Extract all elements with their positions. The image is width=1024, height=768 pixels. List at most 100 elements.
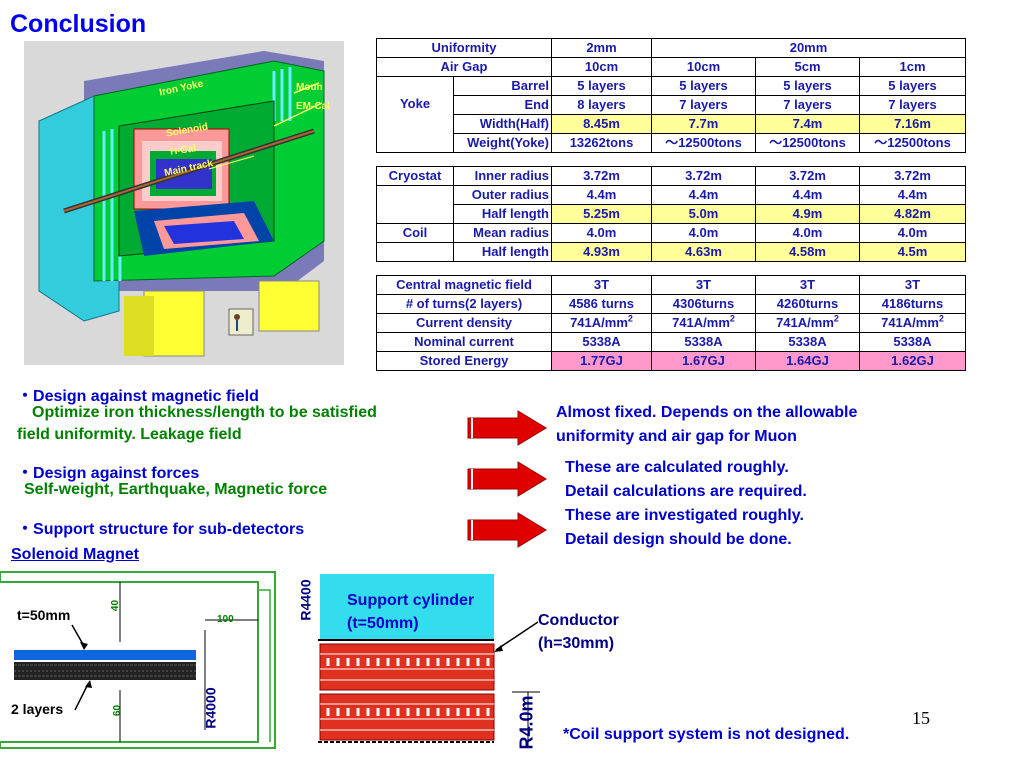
table-cell: 5 layers xyxy=(651,76,756,96)
row-label: Outer radius xyxy=(453,185,552,205)
row-label: End xyxy=(453,95,552,115)
table-cell: 13262tons xyxy=(551,133,652,153)
label-conductor-1: Conductor xyxy=(538,612,619,629)
table-cell: 4.5m xyxy=(858,242,967,262)
conductor-grid xyxy=(320,653,494,731)
table-row: Half length 5.25m 5.0m 4.9m 4.82m xyxy=(377,204,967,224)
bullet-detail: Self-weight, Earthquake, Magnetic force xyxy=(24,481,328,498)
support-cylinder-bar xyxy=(14,650,196,660)
table-cell: 8.45m xyxy=(551,114,652,134)
detector-illustration: Iron Yoke Moun EM-Cal Solenoid H-Cal Mai… xyxy=(24,41,344,365)
table-cell: 1.67GJ xyxy=(651,351,756,371)
table-cell: 4.4m xyxy=(651,185,756,205)
label-support-cylinder-1: Support cylinder xyxy=(347,592,475,609)
bullet-marker: ・ xyxy=(17,388,34,405)
table-cell: 4.0m xyxy=(858,223,967,243)
table-cell: 1cm xyxy=(858,57,967,77)
row-label: Weight(Yoke) xyxy=(453,133,552,153)
human-figure-icon xyxy=(228,308,254,336)
slide-number: 15 xyxy=(912,708,930,728)
table-cell: 5.25m xyxy=(551,204,652,224)
solenoid-cross-section xyxy=(0,571,276,749)
coil-support-note: *Coil support system is not designed. xyxy=(563,726,850,743)
table-cell: 4.9m xyxy=(755,204,860,224)
conductor-row xyxy=(319,643,495,691)
table-cell: 5 layers xyxy=(551,76,652,96)
table-cell: 4260turns xyxy=(755,294,860,314)
row-label: Barrel xyxy=(453,76,552,96)
row-label: Inner radius xyxy=(453,166,552,186)
table-cell: 4.0m xyxy=(755,223,860,243)
bullet-title: Design against forces xyxy=(33,465,200,482)
arrow-right-icon xyxy=(467,410,547,446)
result-text: Detail design should be done. xyxy=(565,531,792,548)
table-cell: 20mm xyxy=(650,38,967,58)
table-cell: 1.62GJ xyxy=(858,351,967,371)
table-cell: 4.0m xyxy=(551,223,652,243)
row-label: Width(Half) xyxy=(453,114,552,134)
table-row: Half length 4.93m 4.63m 4.58m 4.5m xyxy=(376,242,967,262)
table-cell: 5.0m xyxy=(651,204,756,224)
table-row: Current density 741A/mm2 741A/mm2 741A/m… xyxy=(376,313,967,333)
table-cell: 5 layers xyxy=(755,76,860,96)
row-label: # of turns(2 layers) xyxy=(376,294,552,314)
result-text: These are investigated roughly. xyxy=(565,507,804,524)
support-cylinder xyxy=(320,574,494,640)
label-conductor-2: (h=30mm) xyxy=(538,635,615,652)
table-cell: 3T xyxy=(551,275,652,295)
table-cell: 8 layers xyxy=(551,95,652,115)
bullet-marker: ・ xyxy=(17,521,34,538)
label-em-cal: EM-Cal xyxy=(296,101,330,112)
table-cell: 3.72m xyxy=(858,166,967,186)
row-label: Half length xyxy=(453,204,552,224)
table-cell: 4.58m xyxy=(755,242,860,262)
table-cell: 5338A xyxy=(551,332,652,352)
row-label: Nominal current xyxy=(376,332,552,352)
label-support-cylinder-2: (t=50mm) xyxy=(347,615,419,632)
coil-detail-diagram xyxy=(318,574,540,748)
conductor-slots xyxy=(326,658,490,716)
detector-drawing xyxy=(38,51,325,357)
table-cell: 4.0m xyxy=(651,223,756,243)
table-cell: 5cm xyxy=(755,57,860,77)
table-cell: 3.72m xyxy=(551,166,652,186)
table-cell: 741A/mm2 xyxy=(858,313,967,333)
bullet-magnetic-field: ・Design against magnetic field xyxy=(17,382,259,406)
table-row: Barrel 5 layers 5 layers 5 layers 5 laye… xyxy=(376,76,967,115)
table-cell: 741A/mm2 xyxy=(551,313,652,333)
group-label-yoke: Yoke xyxy=(399,96,431,111)
dim-100: 100 xyxy=(217,614,234,625)
label-r4-0m: R4.0m xyxy=(516,695,537,750)
dim-60: 60 xyxy=(112,704,124,717)
table-cell: 3T xyxy=(755,275,860,295)
label-r4400: R4400 xyxy=(297,579,314,621)
conductor-row xyxy=(319,693,495,741)
table-row: # of turns(2 layers) 4586 turns 4306turn… xyxy=(376,294,967,314)
bullet-support-structure: ・Support structure for sub-detectors xyxy=(17,515,304,539)
table-cell: 4.93m xyxy=(551,242,652,262)
table-cell: 10cm xyxy=(651,57,756,77)
bullet-forces: ・Design against forces xyxy=(17,459,199,483)
table-row: Uniformity 2mm 20mm xyxy=(376,38,967,58)
table-row: Weight(Yoke) 13262tons ～12500tons ～12500… xyxy=(377,133,967,153)
support-foot-right xyxy=(258,280,320,332)
bullet-title: Design against magnetic field xyxy=(33,388,259,405)
table-cell: 3.72m xyxy=(651,166,756,186)
table-cell: 7.16m xyxy=(858,114,967,134)
table-row: End 8 layers 7 layers 7 layers 7 layers xyxy=(377,95,967,115)
table-cell: ～12500tons xyxy=(858,133,967,153)
table-cell: 4.82m xyxy=(858,204,967,224)
table-cell: 4586 turns xyxy=(551,294,652,314)
table-cell: 3T xyxy=(651,275,756,295)
row-label: Uniformity xyxy=(376,38,552,58)
section-heading: Solenoid Magnet xyxy=(11,546,139,563)
table-cell: 1.77GJ xyxy=(551,351,652,371)
table-cell: 3.72m xyxy=(755,166,860,186)
table-cell: 7.4m xyxy=(755,114,860,134)
specification-table: Uniformity 2mm 20mm Air Gap 10cm 10cm 5c… xyxy=(376,38,967,371)
table-cell: 5 layers xyxy=(858,76,967,96)
label-two-layers: 2 layers xyxy=(11,701,64,717)
group-label: Coil xyxy=(376,223,454,243)
table-cell: 5338A xyxy=(651,332,756,352)
table-cell: 741A/mm2 xyxy=(755,313,860,333)
